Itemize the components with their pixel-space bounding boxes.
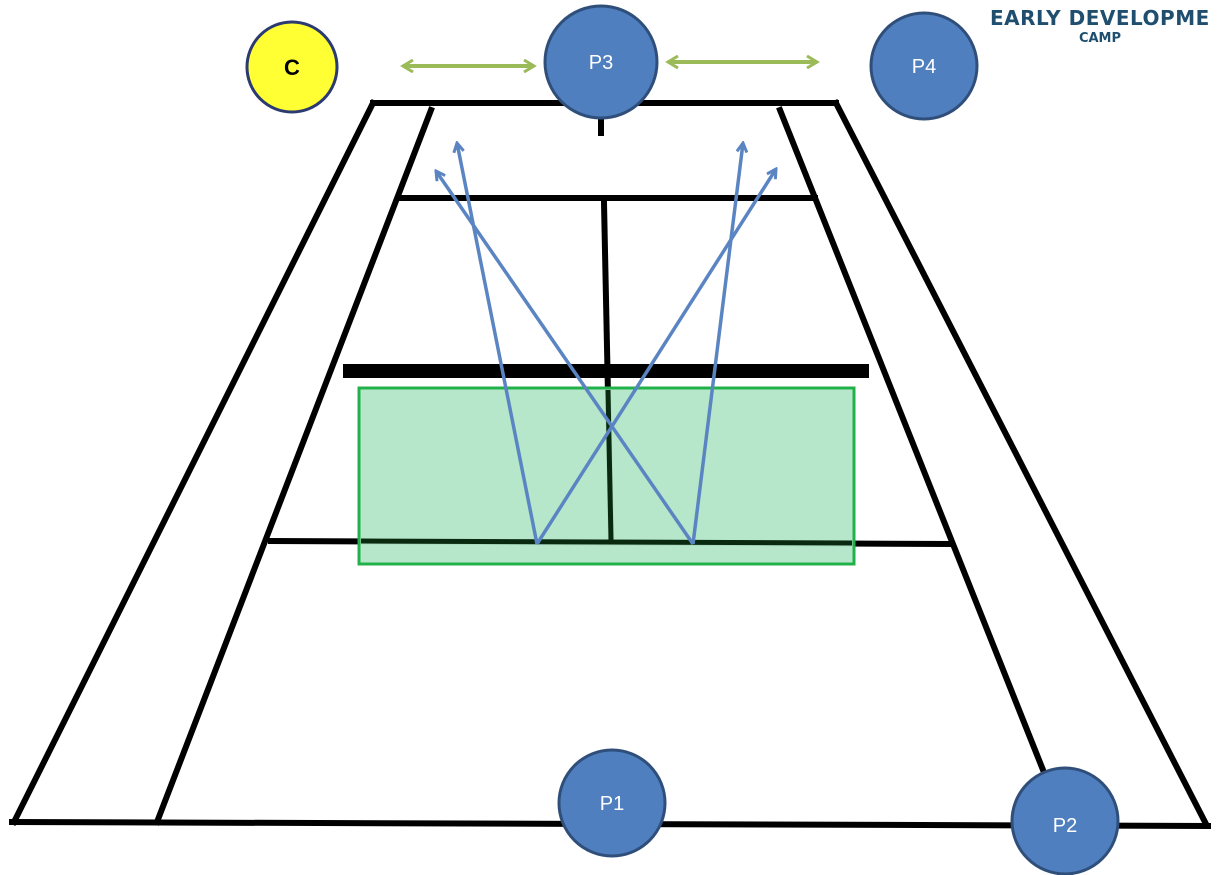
shot-arrow-2 bbox=[535, 169, 776, 545]
singles-sideline-right bbox=[776, 106, 1051, 784]
camp-logo: EARLY DEVELOPME CAMP bbox=[968, 8, 1218, 45]
shot-arrow-1 bbox=[457, 143, 539, 545]
doubles-sideline-left bbox=[9, 98, 378, 827]
coach-label: C bbox=[284, 55, 300, 80]
player-p3-label: P3 bbox=[589, 52, 613, 74]
coach-circle bbox=[245, 20, 339, 114]
player-p1-label: P1 bbox=[600, 793, 624, 815]
movement-arrows bbox=[403, 62, 817, 66]
net bbox=[343, 364, 869, 378]
player-p2-label: P2 bbox=[1053, 815, 1077, 837]
player-p2: P2 bbox=[1010, 766, 1120, 875]
logo-subtitle: CAMP bbox=[1078, 31, 1122, 45]
player-p1: P1 bbox=[557, 748, 667, 858]
logo-title: EARLY DEVELOPME bbox=[990, 8, 1210, 30]
player-p4-label: P4 bbox=[912, 56, 936, 78]
shot-arrow-3 bbox=[436, 171, 695, 545]
player-p4: P4 bbox=[869, 11, 979, 121]
doubles-sideline-right bbox=[831, 98, 1211, 829]
coach-marker: C bbox=[245, 20, 339, 114]
zone-service-line bbox=[360, 538, 853, 546]
shot-arrows bbox=[436, 143, 776, 545]
singles-sideline-left bbox=[153, 106, 435, 826]
player-p3-circle bbox=[543, 4, 659, 120]
player-p2-circle bbox=[1010, 766, 1120, 875]
zone-court-lines bbox=[360, 389, 853, 546]
shot-arrow-4 bbox=[691, 143, 743, 545]
player-p4-circle bbox=[869, 11, 979, 121]
player-p3: P3 bbox=[543, 4, 659, 120]
player-p1-circle bbox=[557, 748, 667, 858]
court-lines bbox=[8, 98, 1212, 830]
zone-center-service-line bbox=[605, 389, 614, 541]
